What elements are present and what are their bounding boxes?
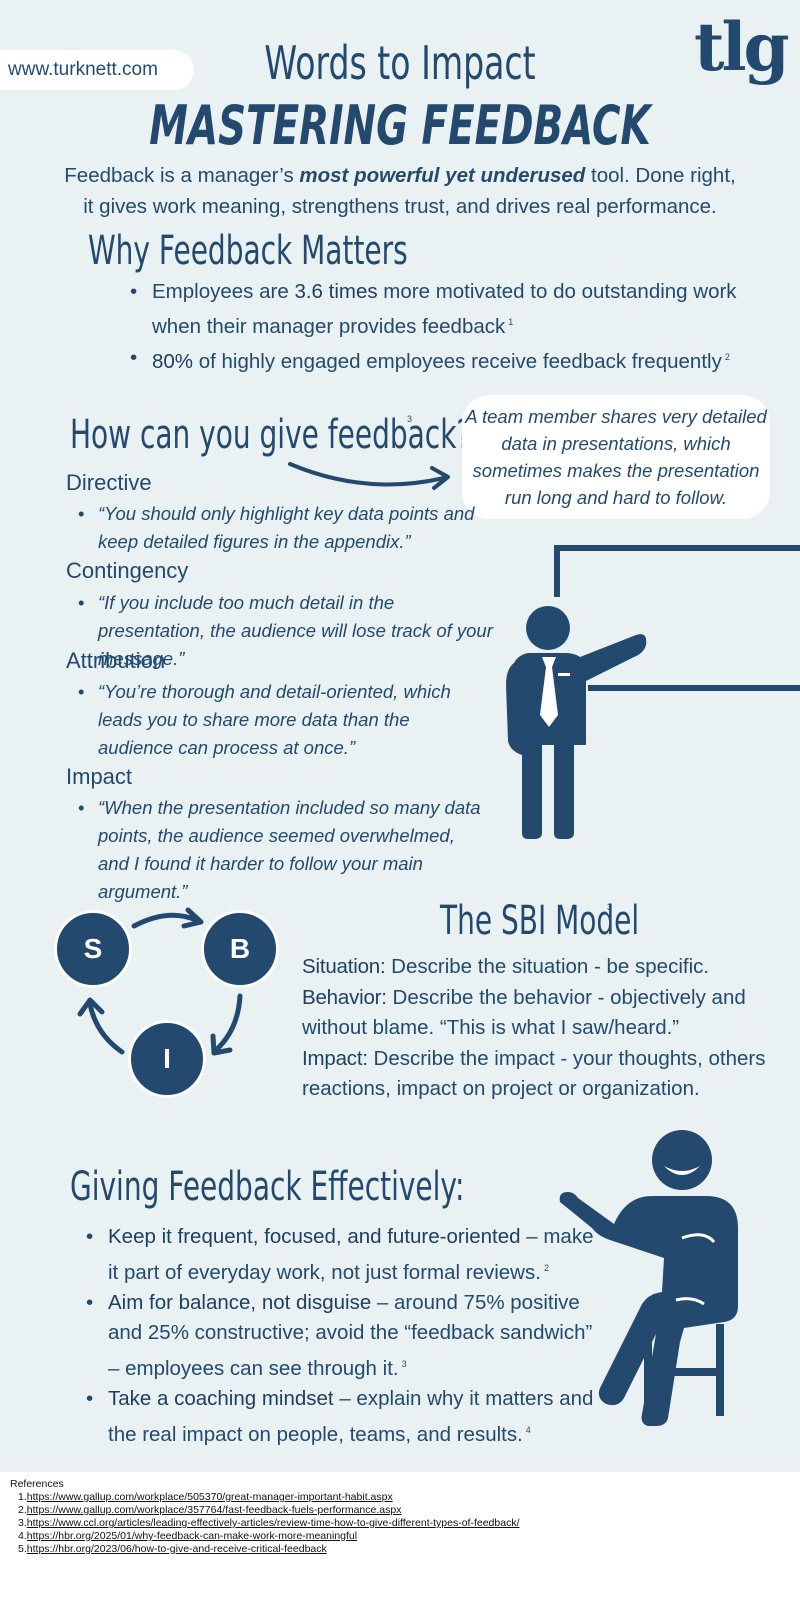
website-url-link[interactable]: www.turknett.com — [0, 50, 194, 90]
feedback-type-label: Attribution — [66, 648, 166, 673]
tip-text: – make it part of everyday work, not jus… — [108, 1225, 594, 1284]
sbi-cycle-arrows — [77, 907, 243, 1056]
tip-title: Take a coaching mindset — [108, 1387, 334, 1411]
intro-emphasis: most powerful yet underused — [299, 164, 586, 187]
intro-line2: it gives work meaning, strengthens trust… — [83, 195, 717, 218]
list-item: 5.https://hbr.org/2023/06/how-to-give-an… — [18, 1543, 790, 1556]
seated-person-illustration — [559, 1130, 738, 1426]
why-item-post: of highly engaged employees receive feed… — [193, 349, 722, 373]
why-feedback-heading: Why Feedback Matters — [88, 228, 408, 274]
sbi-label: Behavior: — [302, 985, 387, 1009]
feedback-type-quote: “You should only highlight key data poin… — [66, 500, 486, 556]
sbi-text: Describe the behavior - objectively and … — [302, 985, 746, 1040]
page-title: Words to Impact — [264, 36, 536, 90]
list-item: Aim for balance, not disguise – around 7… — [84, 1288, 604, 1384]
tlg-logo: tlg — [694, 8, 790, 86]
sbi-item-situation: Situation: Describe the situation - be s… — [302, 952, 772, 983]
intro-part1: Feedback is a manager’s — [64, 164, 300, 187]
list-item: 4.https://hbr.org/2025/01/why-feedback-c… — [18, 1530, 790, 1543]
sbi-text: Describe the situation - be specific. — [385, 955, 710, 978]
feedback-type-quote: “You’re thorough and detail-oriented, wh… — [66, 678, 486, 762]
list-item: “If you include too much detail in the p… — [66, 589, 506, 673]
sbi-label: Impact: — [302, 1046, 368, 1070]
list-item: 1.https://www.gallup.com/workplace/50537… — [18, 1491, 790, 1504]
tip-title: Aim for balance, not disguise — [108, 1290, 372, 1314]
sbi-label: Situation: — [302, 955, 386, 978]
scenario-callout: A team member shares very detailed data … — [462, 395, 770, 519]
list-item: 2.https://www.gallup.com/workplace/35776… — [18, 1504, 790, 1517]
footnote-ref: 2 — [724, 351, 730, 362]
ref-number: 2. — [18, 1504, 27, 1516]
list-item: 80% of highly engaged employees receive … — [128, 342, 748, 377]
feedback-type-label: Contingency — [66, 558, 189, 583]
references-footer: References 1.https://www.gallup.com/work… — [0, 1472, 800, 1600]
sbi-circle-i: I — [128, 1020, 206, 1098]
why-item-pre: Employees are — [152, 280, 295, 303]
ref-number: 3. — [18, 1517, 27, 1529]
list-item: Keep it frequent, focused, and future-or… — [84, 1222, 604, 1288]
references-heading: References — [10, 1478, 64, 1490]
references-list: 1.https://www.gallup.com/workplace/50537… — [10, 1491, 790, 1556]
reference-link[interactable]: https://www.gallup.com/workplace/505370/… — [26, 1491, 393, 1503]
sbi-model-heading: The SBI Model — [440, 898, 640, 944]
tip-text: – explain why it matters and the real im… — [108, 1387, 594, 1446]
giving-feedback-heading: Giving Feedback Effectively: — [70, 1164, 465, 1210]
reference-link[interactable]: https://www.gallup.com/workplace/357764/… — [26, 1504, 402, 1516]
feedback-type-quote: “If you include too much detail in the p… — [66, 589, 506, 673]
sbi-item-impact: Impact: Describe the impact - your thoug… — [302, 1044, 772, 1105]
tip-title: Keep it frequent, focused, and future-or… — [108, 1225, 521, 1248]
list-item: Take a coaching mindset – explain why it… — [84, 1384, 604, 1450]
footnote-ref: 3 — [401, 1358, 407, 1369]
footnote-ref: 2 — [543, 1262, 549, 1273]
why-item-highlight: 80% — [152, 349, 194, 373]
sbi-circle-b: B — [201, 910, 279, 988]
why-feedback-list: Employees are 3.6 times more motivated t… — [128, 276, 748, 377]
sbi-item-behavior: Behavior: Describe the behavior - object… — [302, 983, 772, 1044]
list-item: Employees are 3.6 times more motivated t… — [128, 276, 748, 342]
feedback-type-quote: “When the presentation included so many … — [66, 794, 486, 906]
ref-number: 5. — [18, 1543, 27, 1555]
ref-number: 4. — [18, 1530, 27, 1542]
reference-link[interactable]: https://hbr.org/2023/06/how-to-give-and-… — [26, 1543, 327, 1555]
feedback-type-label: Directive — [66, 470, 152, 495]
sbi-description: Situation: Describe the situation - be s… — [302, 952, 772, 1105]
sbi-circle-s: S — [54, 910, 132, 988]
list-item: “When the presentation included so many … — [66, 794, 486, 906]
curved-arrow-icon — [288, 462, 450, 490]
intro-paragraph: Feedback is a manager’s most powerful ye… — [40, 160, 760, 222]
why-item-highlight: 3.6 times — [294, 280, 378, 303]
list-item: “You should only highlight key data poin… — [66, 500, 486, 556]
how-feedback-heading-wrap: How can you give feedback? — [70, 412, 643, 458]
footnote-ref: 1 — [508, 317, 514, 327]
feedback-type-label: Impact — [66, 764, 133, 789]
reference-link[interactable]: https://www.ccl.org/articles/leading-eff… — [26, 1517, 520, 1529]
footnote-ref: 3 — [607, 902, 613, 912]
list-item: 3.https://www.ccl.org/articles/leading-e… — [18, 1517, 790, 1530]
ref-number: 1. — [18, 1491, 27, 1503]
footnote-ref: 3 — [407, 414, 413, 424]
presenter-illustration — [506, 545, 800, 839]
footnote-ref: 4 — [525, 1424, 531, 1435]
intro-part2: tool. Done right, — [585, 164, 736, 187]
how-feedback-heading: How can you give feedback? — [70, 412, 472, 458]
tip-text: – around 75% positive and 25% constructi… — [108, 1290, 593, 1380]
why-item-post: more motivated to do outstanding work wh… — [152, 280, 737, 338]
sbi-text: Describe the impact - your thoughts, oth… — [302, 1046, 766, 1101]
list-item: “You’re thorough and detail-oriented, wh… — [66, 678, 486, 762]
reference-link[interactable]: https://hbr.org/2025/01/why-feedback-can… — [26, 1530, 358, 1542]
effective-feedback-list: Keep it frequent, focused, and future-or… — [84, 1222, 604, 1450]
page-subtitle: MASTERING FEEDBACK — [149, 94, 651, 157]
